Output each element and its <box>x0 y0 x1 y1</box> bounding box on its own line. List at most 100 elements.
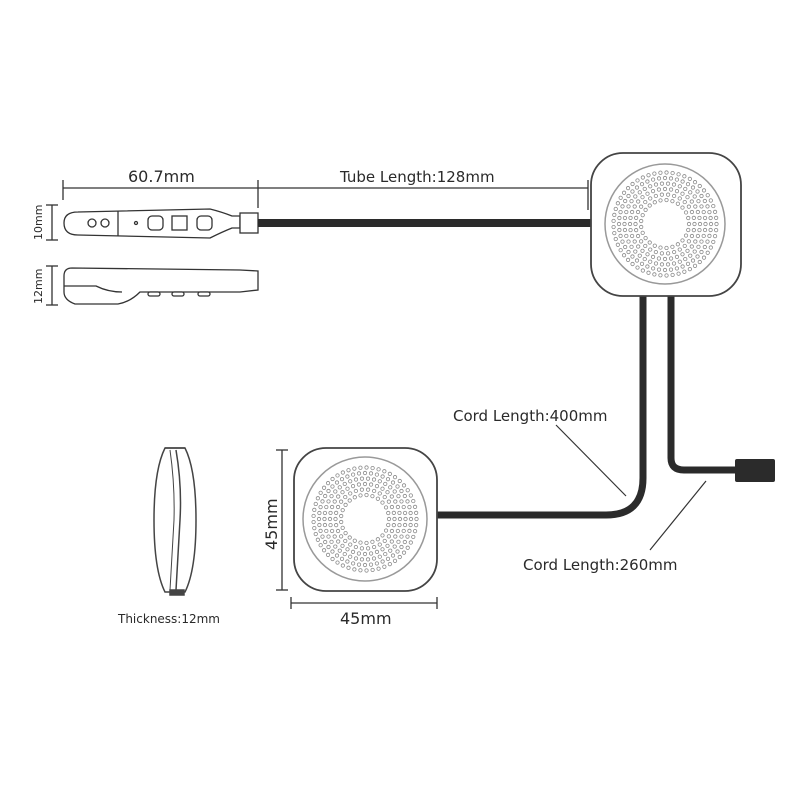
grille-hole <box>692 194 697 199</box>
grille-hole <box>395 484 400 489</box>
grille-hole <box>618 195 623 200</box>
grille-hole <box>339 499 344 504</box>
grille-hole <box>630 261 635 267</box>
thickness-label: Thickness:12mm <box>117 612 220 626</box>
grille-hole <box>332 534 337 539</box>
grille-hole <box>714 215 719 221</box>
grille-hole <box>321 548 327 553</box>
grille-hole <box>352 466 357 471</box>
grille-hole <box>388 485 393 490</box>
grille-hole <box>691 228 696 233</box>
grille-hole <box>370 539 375 544</box>
grille-hole <box>330 484 335 489</box>
grille-hole <box>405 534 410 539</box>
grille-hole <box>653 261 659 266</box>
grille-hole <box>664 273 669 278</box>
grille-hole <box>326 488 331 494</box>
grille-hole <box>317 510 322 516</box>
grille-hole <box>659 251 665 256</box>
remote-top-view <box>63 208 259 239</box>
grille-hole <box>345 474 350 479</box>
grille-hole <box>629 244 634 249</box>
remote-width-label: 10mm <box>32 205 45 240</box>
grille-hole <box>342 481 347 487</box>
grille-hole <box>339 556 345 561</box>
grille-hole <box>346 565 351 570</box>
grille-hole <box>689 244 694 249</box>
grille-hole <box>382 564 387 569</box>
grille-hole <box>646 270 651 275</box>
grille-hole <box>625 186 631 191</box>
grille-hole <box>389 539 394 544</box>
grille-hole <box>656 176 662 181</box>
grille-hole <box>348 491 353 496</box>
grille-hole <box>676 172 681 177</box>
grille-hole <box>623 244 628 250</box>
grille-hole <box>382 538 387 544</box>
grille-hole <box>664 197 669 203</box>
grille-hole <box>324 528 329 534</box>
grille-hole <box>618 233 623 239</box>
grille-hole <box>396 494 401 499</box>
grille-hole <box>688 253 693 258</box>
grille-hole <box>343 494 348 500</box>
grille-hole <box>615 201 620 206</box>
grille-hole <box>635 265 640 270</box>
grille-hole <box>414 510 419 516</box>
grille-hole <box>676 271 681 276</box>
grille-hole <box>386 516 392 522</box>
grille-hole <box>622 227 628 233</box>
grille-hole <box>386 510 391 516</box>
grille-hole <box>642 256 647 262</box>
grille-hole <box>335 473 340 478</box>
grille-hole <box>650 266 656 271</box>
grille-hole <box>686 204 691 209</box>
grille-hole <box>689 199 694 204</box>
grille-hole <box>385 490 390 495</box>
grille-hole <box>358 540 363 545</box>
speaker-grille <box>611 170 719 278</box>
grille-hole <box>365 487 371 492</box>
grille-hole <box>348 479 353 484</box>
grille-hole <box>345 559 350 564</box>
grille-hole <box>690 185 696 190</box>
grille-hole <box>414 522 419 528</box>
grille-hole <box>639 224 644 230</box>
grille-hole <box>401 483 407 488</box>
grille-hole <box>359 476 365 481</box>
grille-hole <box>411 534 416 540</box>
grille-hole <box>365 546 371 551</box>
grille-hole <box>321 485 327 490</box>
grille-hole <box>682 269 687 274</box>
grille-hole <box>616 221 622 227</box>
grille-hole <box>659 192 665 197</box>
speaker-grille <box>311 465 419 573</box>
grille-hole <box>315 537 320 542</box>
grille-hole <box>401 528 406 534</box>
grille-hole <box>611 218 616 224</box>
grille-hole <box>318 543 323 548</box>
grille-hole <box>391 510 396 515</box>
grille-hole <box>636 199 641 204</box>
grille-hole <box>620 239 625 244</box>
grille-hole <box>672 193 677 199</box>
grille-hole <box>352 495 357 500</box>
grille-hole <box>330 549 335 554</box>
grille-hole <box>626 239 631 244</box>
grille-hole <box>365 557 371 562</box>
grille-hole <box>327 516 333 522</box>
grille-hole <box>352 538 357 543</box>
grille-hole <box>683 256 688 262</box>
speaker-top <box>590 152 742 297</box>
grille-hole <box>334 480 340 485</box>
grille-hole <box>640 230 645 235</box>
grille-hole <box>683 233 689 238</box>
grille-hole <box>634 228 639 233</box>
grille-hole <box>382 469 387 474</box>
grille-hole <box>397 522 402 528</box>
grille-hole <box>683 210 689 215</box>
grille-hole <box>399 488 404 494</box>
grille-hole <box>340 490 345 495</box>
grille-hole <box>395 528 400 534</box>
